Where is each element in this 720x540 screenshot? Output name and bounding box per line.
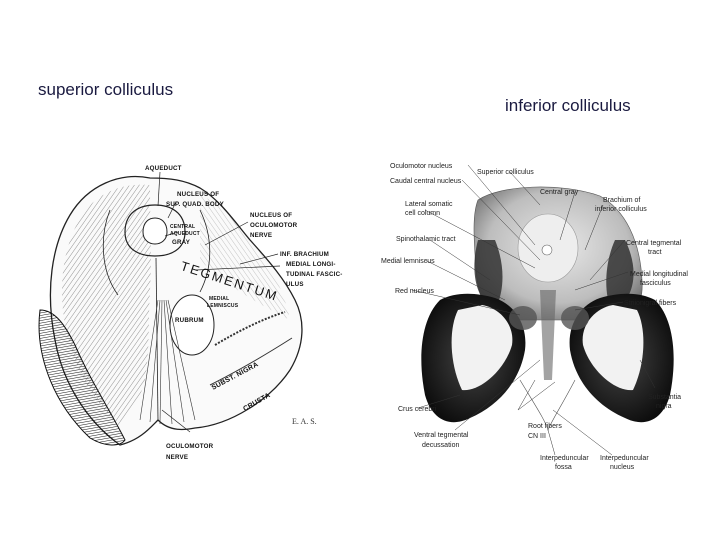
label-interpeduncular-nucleus-1: Interpeduncular (600, 455, 649, 462)
red-nucleus-right (561, 306, 589, 330)
label-spinothalamic: Spinothalamic tract (396, 236, 456, 243)
label-medial-lemniscus: Medial lemniscus (381, 258, 435, 265)
right-title: inferior colliculus (505, 96, 631, 115)
right-peduncle-light (582, 305, 644, 391)
arc-2 (199, 209, 211, 293)
label-ventral-tegmental-1: Ventral tegmental (414, 432, 469, 439)
label-central-gray-1: CENTRAL (170, 224, 195, 230)
aqueduct-dot (541, 244, 553, 256)
label-striionigral: Striionigral fibers (624, 300, 677, 307)
label-lateral-somatic-2: cell column (405, 210, 440, 217)
label-central-gray-3: GRAY (172, 239, 191, 246)
aqueduct-shape (124, 204, 186, 257)
oculomotor-fibers (139, 299, 196, 425)
crusta-line (209, 337, 293, 386)
right-diagram: Oculomotor nucleus Caudal central nucleu… (381, 163, 688, 471)
label-inf-brachium: INF. BRACHIUM (280, 251, 329, 258)
label-oculomotor-nucleus-2: OCULOMOTOR (250, 222, 298, 229)
red-nucleus-shape (169, 294, 215, 356)
red-nucleus-left (509, 306, 537, 330)
label-medial-long-1: MEDIAL LONGI- (286, 261, 336, 268)
label-oculomotor-nucleus: Oculomotor nucleus (390, 163, 453, 170)
label-root-fibers-2: CN III (528, 433, 546, 440)
label-central-tegmental-2: tract (648, 249, 662, 256)
label-nucleus-sup-2: SUP. QUAD. BODY (166, 201, 225, 208)
label-central-gray-2: AQUEDUCT (170, 231, 200, 237)
label-substantia-1: Substantia (648, 394, 681, 401)
label-substantia-2: nigra (656, 403, 672, 410)
label-ventral-tegmental-2: decussation (422, 442, 459, 449)
label-superior-colliculus: Superior colliculus (477, 169, 534, 176)
label-signature: E. A. S. (292, 417, 317, 426)
label-crus-cerebri: Crus cerebri (398, 406, 437, 413)
nigra-band (214, 311, 286, 346)
midline-stain (540, 290, 556, 380)
label-aqueduct: AQUEDUCT (145, 165, 182, 172)
label-brachium-1: Brachium of (603, 197, 640, 204)
label-rubrum: RUBRUM (175, 317, 204, 324)
label-medial-lemniscus-2: LEMNISCUS (207, 303, 239, 309)
left-crusta-dark (38, 309, 126, 446)
right-hatch-region (200, 195, 290, 320)
arc-1 (102, 209, 119, 296)
label-oculomotor-nerve-1: OCULOMOTOR (166, 443, 214, 450)
lateral-dark-left (474, 240, 503, 310)
left-title: superior colliculus (38, 80, 174, 99)
label-oculomotor-nerve-2: NERVE (166, 454, 188, 461)
label-brachium-2: inferior colliculus (595, 206, 647, 213)
label-interpeduncular-fossa-1: Interpeduncular (540, 455, 589, 462)
label-oculomotor-nucleus-1: NUCLEUS OF (250, 212, 292, 219)
label-lateral-somatic-1: Lateral somatic (405, 201, 453, 208)
left-leader-lines (157, 171, 281, 433)
label-central-tegmental-1: Central tegmental (626, 240, 682, 247)
label-medial-lemniscus-1: MEDIAL (209, 296, 229, 302)
label-interpeduncular-nucleus-2: nucleus (610, 464, 635, 471)
label-medial-long-2: TUDINAL FASCIC- (286, 271, 343, 278)
label-medial-longitudinal-2: fasciculus (640, 280, 671, 287)
left-diagram: AQUEDUCT NUCLEUS OF SUP. QUAD. BODY CENT… (38, 165, 343, 461)
label-medial-long-3: ULUS (286, 281, 304, 288)
label-caudal-central: Caudal central nucleus (390, 178, 462, 185)
right-leader-lines (411, 164, 656, 456)
label-red-nucleus: Red nucleus (395, 288, 434, 295)
aqueduct-lumen (142, 217, 168, 245)
label-interpeduncular-fossa-2: fossa (555, 464, 572, 471)
label-medial-longitudinal-1: Medial longitudinal (630, 271, 688, 278)
label-nucleus-sup-1: NUCLEUS OF (177, 191, 219, 198)
label-oculomotor-nucleus-3: NERVE (250, 232, 272, 239)
label-central-gray: Central gray (540, 189, 579, 196)
left-peduncle-light (451, 305, 513, 391)
label-root-fibers-1: Root fibers (528, 423, 562, 430)
